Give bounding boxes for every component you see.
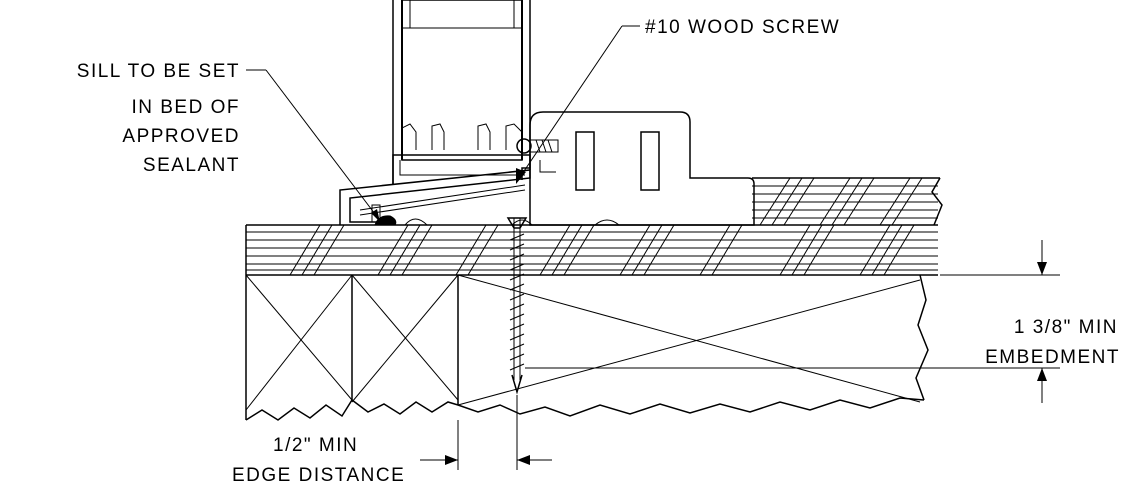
edge-note: 1/2" MIN EDGE DISTANCE xyxy=(232,435,405,486)
sealant-note-line-3: APPROVED xyxy=(122,126,240,147)
window-frame xyxy=(392,0,531,185)
embedment-note: 1 3/8" MIN EMBEDMENT xyxy=(985,317,1120,368)
edge-dimension xyxy=(420,395,552,470)
embedment-note-line-1: 1 3/8" MIN xyxy=(1014,317,1118,338)
adjacent-board xyxy=(752,177,943,226)
receptor-block xyxy=(516,111,755,226)
deck-layer xyxy=(245,224,938,276)
sealant-note: SILL TO BE SET IN BED OF APPROVED SEALAN… xyxy=(77,61,240,176)
wood-screw xyxy=(506,217,528,395)
sealant-note-line-4: SEALANT xyxy=(143,155,240,176)
edge-note-line-1: 1/2" MIN xyxy=(273,435,358,456)
screw-leader xyxy=(516,25,640,184)
sill-profile xyxy=(339,169,620,226)
screw-note: #10 WOOD SCREW xyxy=(645,17,840,38)
sealant-note-line-2: IN BED OF xyxy=(131,97,240,118)
sealant-leader xyxy=(246,69,380,222)
edge-note-line-2: EDGE DISTANCE xyxy=(232,465,405,486)
embedment-dimension xyxy=(525,240,1060,403)
framing xyxy=(245,274,929,421)
embedment-note-line-2: EMBEDMENT xyxy=(985,347,1120,368)
sealant-note-line-1: SILL TO BE SET xyxy=(77,61,240,82)
